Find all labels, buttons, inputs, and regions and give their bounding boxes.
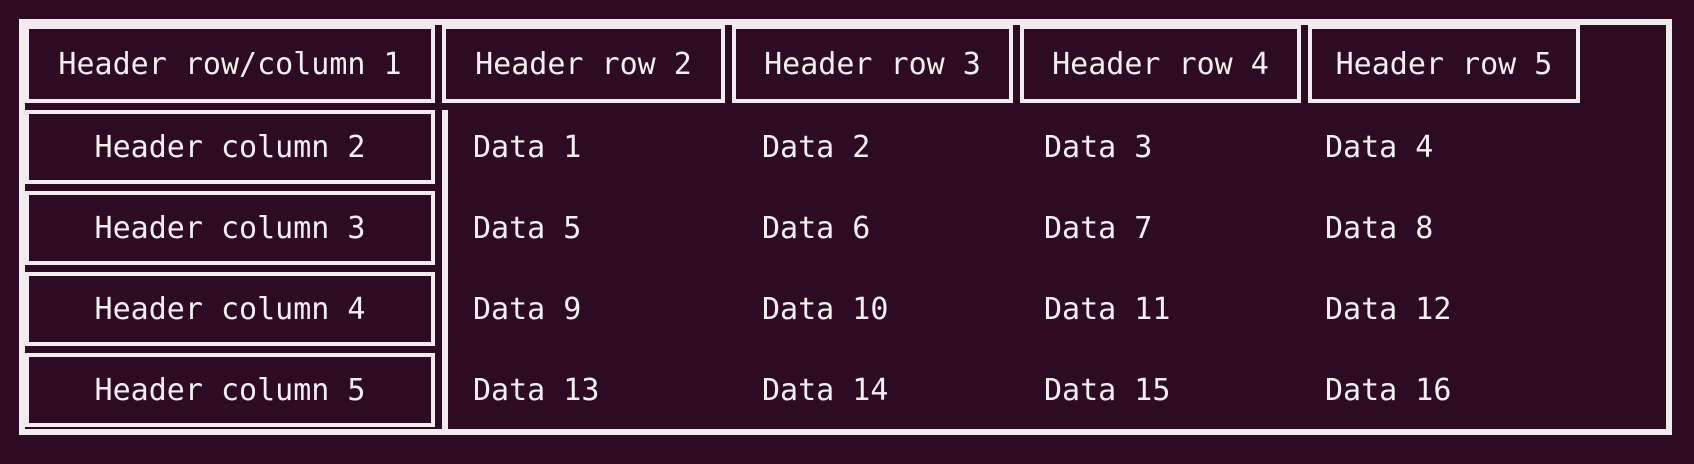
column-header-cell-3: Header row 3 [732,25,1013,103]
table-header-row: Header row/column 1 Header row 2 Header … [25,25,1666,103]
data-table: Header row/column 1 Header row 2 Header … [19,19,1672,435]
row-header-cell-5: Header column 5 [25,353,435,427]
column-header-cell-4: Header row 4 [1020,25,1301,103]
data-cell: Data 2 [762,129,871,165]
data-cell: Data 13 [473,372,600,408]
data-cell: Data 3 [1044,129,1153,165]
table-row: Data 9 Data 10 Data 11 Data 12 [448,272,1666,346]
column-header-cell-5: Header row 5 [1308,25,1580,103]
data-cell: Data 9 [473,291,582,327]
row-header-cell-3: Header column 3 [25,191,435,265]
data-cell: Data 7 [1044,210,1153,246]
table-row: Data 13 Data 14 Data 15 Data 16 [448,353,1666,427]
row-header-cell-2: Header column 2 [25,110,435,184]
data-cell: Data 8 [1325,210,1434,246]
data-cell: Data 14 [762,372,889,408]
table-data-region: Data 1 Data 2 Data 3 Data 4 Data 5 Data … [442,110,1666,429]
data-cell: Data 6 [762,210,871,246]
table-row: Data 5 Data 6 Data 7 Data 8 [448,191,1666,265]
table-row: Data 1 Data 2 Data 3 Data 4 [448,110,1666,184]
data-cell: Data 11 [1044,291,1171,327]
column-header-cell-2: Header row 2 [442,25,725,103]
data-cell: Data 12 [1325,291,1452,327]
data-cell: Data 15 [1044,372,1171,408]
data-cell: Data 10 [762,291,889,327]
table-corner-header-cell: Header row/column 1 [25,25,435,103]
data-cell: Data 4 [1325,129,1434,165]
data-cell: Data 5 [473,210,582,246]
table-row-header-column: Header column 2 Header column 3 Header c… [25,110,435,427]
data-cell: Data 16 [1325,372,1452,408]
row-header-cell-4: Header column 4 [25,272,435,346]
data-cell: Data 1 [473,129,582,165]
